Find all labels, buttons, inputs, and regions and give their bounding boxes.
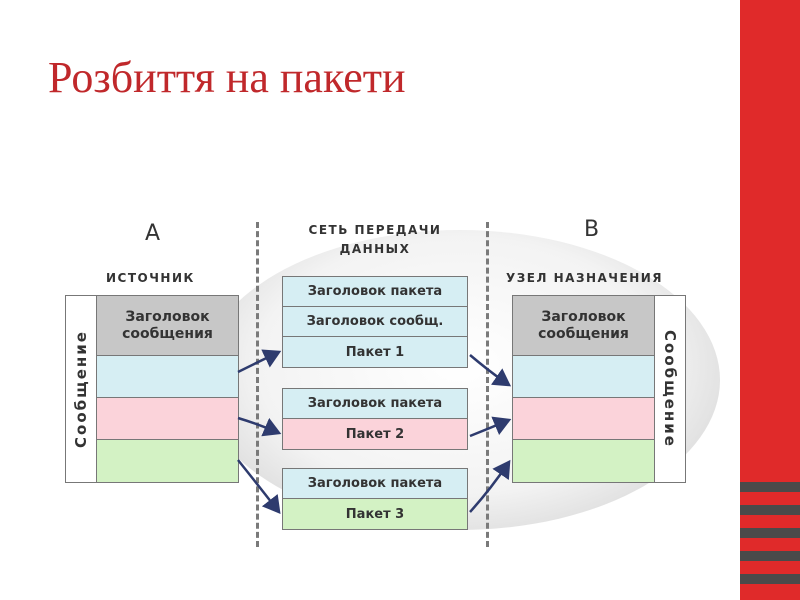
- packet-2: Заголовок пакета Пакет 2: [282, 388, 468, 450]
- divider-left: [256, 222, 259, 547]
- side-bar-stripe: [740, 528, 800, 538]
- network-label-line1: СЕТЬ ПЕРЕДАЧИ: [308, 223, 442, 237]
- packet-1-message-header: Заголовок сообщ.: [283, 307, 467, 337]
- source-message-parts: Заголовок сообщения: [97, 296, 238, 482]
- packet-1: Заголовок пакета Заголовок сообщ. Пакет …: [282, 276, 468, 368]
- destination-message-part-1: [513, 356, 654, 398]
- packet-3-header: Заголовок пакета: [283, 469, 467, 499]
- side-bar-stripe: [740, 505, 800, 515]
- node-a-label: A: [145, 221, 161, 246]
- divider-right: [486, 222, 489, 547]
- destination-message-part-3: [513, 440, 654, 482]
- destination-label: УЗЕЛ НАЗНАЧЕНИЯ: [506, 271, 664, 285]
- packet-2-header: Заголовок пакета: [283, 389, 467, 419]
- slide-title: Розбиття на пакети: [48, 53, 406, 102]
- destination-message-parts: Заголовок сообщения: [513, 296, 654, 482]
- source-label: ИСТОЧНИК: [106, 271, 195, 285]
- source-message-part-2: [97, 398, 238, 440]
- side-bar-stripe: [740, 574, 800, 584]
- source-message-header: Заголовок сообщения: [97, 296, 238, 356]
- packet-1-header: Заголовок пакета: [283, 277, 467, 307]
- side-bar-stripe: [740, 551, 800, 561]
- source-message-header-line2: сообщения: [122, 325, 213, 342]
- source-message-header-line1: Заголовок: [125, 308, 210, 325]
- node-b-label: B: [584, 217, 600, 242]
- destination-message-header-line1: Заголовок: [541, 308, 626, 325]
- decorative-side-bar: [740, 0, 800, 600]
- source-message-label: Сообщение: [72, 330, 90, 448]
- source-message-part-1: [97, 356, 238, 398]
- side-bar-stripe: [740, 482, 800, 492]
- packet-2-body: Пакет 2: [283, 419, 467, 449]
- network-label-line2: ДАННЫХ: [339, 242, 411, 256]
- network-label: СЕТЬ ПЕРЕДАЧИ ДАННЫХ: [290, 221, 460, 259]
- packet-1-body: Пакет 1: [283, 337, 467, 367]
- source-message-stack: Сообщение Заголовок сообщения: [65, 295, 239, 483]
- source-message-part-3: [97, 440, 238, 482]
- destination-message-side-label: Сообщение: [654, 296, 685, 482]
- destination-message-header-line2: сообщения: [538, 325, 629, 342]
- destination-message-label: Сообщение: [661, 330, 679, 448]
- destination-message-stack: Заголовок сообщения Сообщение: [512, 295, 686, 483]
- destination-message-header: Заголовок сообщения: [513, 296, 654, 356]
- packet-3: Заголовок пакета Пакет 3: [282, 468, 468, 530]
- source-message-side-label: Сообщение: [66, 296, 97, 482]
- destination-message-part-2: [513, 398, 654, 440]
- packet-3-body: Пакет 3: [283, 499, 467, 529]
